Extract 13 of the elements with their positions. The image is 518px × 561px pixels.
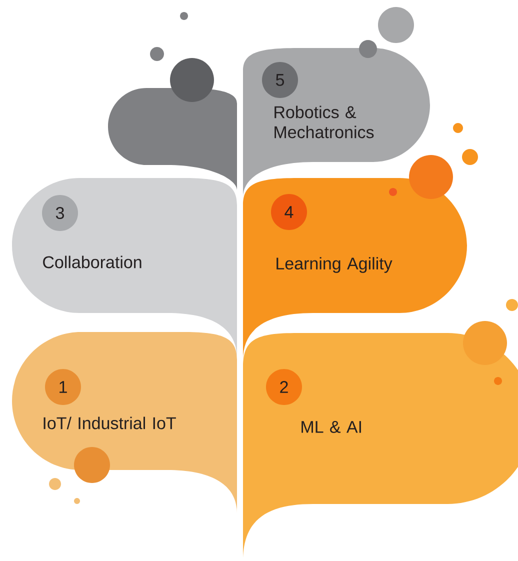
number-badge: 3 bbox=[42, 195, 78, 231]
number-badge: 5 bbox=[262, 62, 298, 98]
number-badge: 1 bbox=[45, 369, 81, 405]
number-badge: 2 bbox=[266, 369, 302, 405]
bubble-title: Collaboration bbox=[43, 256, 142, 268]
bubble-title: ML & AI bbox=[302, 421, 361, 433]
bubble-title: IoT/ Industrial IoT bbox=[44, 416, 176, 430]
speech-bubble bbox=[243, 178, 467, 360]
number-badge: 4 bbox=[271, 194, 307, 230]
bubble-title: Learning Agility bbox=[276, 257, 392, 273]
speech-bubble bbox=[108, 88, 237, 190]
bubble-title: Robotics & Mechatronics bbox=[274, 106, 374, 138]
speech-bubble bbox=[243, 48, 430, 197]
